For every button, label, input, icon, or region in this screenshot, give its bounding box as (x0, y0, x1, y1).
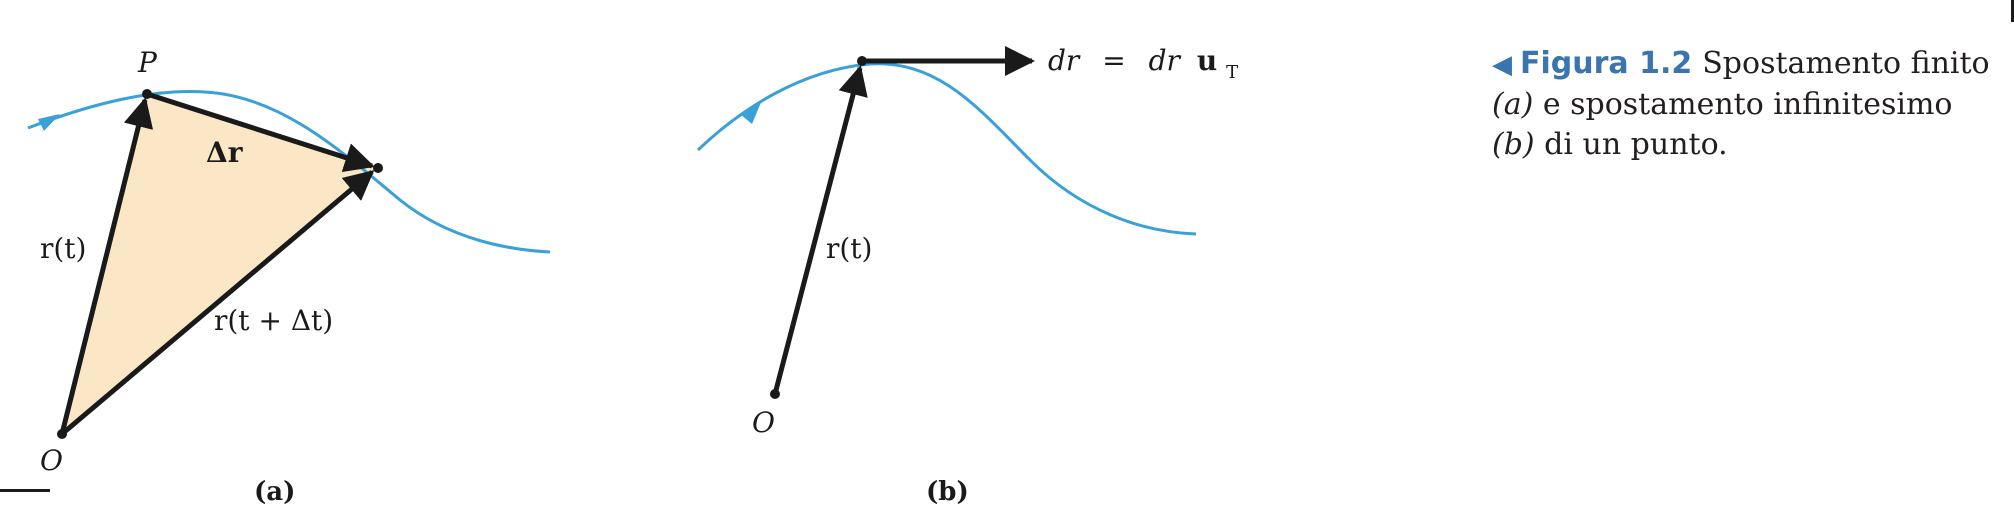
label-P: P (137, 46, 158, 79)
point-P (142, 89, 152, 99)
panel-a-label: (a) (254, 477, 295, 507)
point-P-b (857, 56, 867, 66)
label-dr-eq: = (1102, 44, 1125, 77)
caption-marker-icon: ◀ (1492, 50, 1512, 80)
trajectory-direction-arrow-b (740, 100, 762, 124)
label-dr-lhs: dr (1048, 44, 1081, 77)
bottom-left-rule (0, 489, 50, 492)
trajectory-curve-a (27, 90, 551, 254)
caption-line-2: (a) e spostamento infinitesimo (1492, 85, 2012, 125)
point-O-b (770, 389, 780, 399)
label-delta-r: Δr (206, 136, 244, 169)
label-unit-vector: u (1197, 44, 1217, 77)
vector-r-t-a (59, 97, 154, 435)
label-dr-rhs: dr (1149, 44, 1182, 77)
trajectory-direction-arrow-a (38, 114, 60, 131)
label-unit-subscript: T (1226, 62, 1238, 83)
caption-line-1: ◀ Figura 1.2 Spostamento finito (1492, 44, 2012, 85)
label-O-a: O (40, 444, 63, 477)
label-dr-equation: dr = dr u T (1048, 44, 1238, 83)
trajectory-curve-b (696, 62, 1197, 236)
displacement-triangle (62, 94, 378, 434)
caption-line3-text: di un punto. (1534, 127, 1728, 162)
figure-caption: ◀ Figura 1.2 Spostamento finito (a) e spos… (1492, 44, 2012, 165)
caption-title: Figura 1.2 (1520, 46, 1693, 81)
panel-a: P O r(t) Δr r(t + Δt) (a) (27, 46, 551, 507)
vector-delta-r (146, 91, 375, 173)
top-right-rule (2011, 0, 2014, 22)
point-O-a (57, 429, 67, 439)
vector-r-t-plus-dt (60, 170, 375, 436)
label-r-t-dt: r(t + Δt) (214, 304, 333, 337)
label-r-t-b: r(t) (826, 232, 872, 265)
caption-ref-b: (b) (1492, 127, 1535, 162)
caption-line-3: (b) di un punto. (1492, 125, 2012, 165)
panel-b-label: (b) (926, 477, 969, 507)
label-r-t-a: r(t) (40, 232, 86, 265)
caption-line2-text: e spostamento infinitesimo (1533, 87, 1953, 122)
point-end-a (373, 163, 383, 173)
panel-b: O r(t) dr = dr u T (b) (696, 44, 1238, 507)
vector-r-t-b (772, 65, 868, 395)
label-O-b: O (752, 406, 775, 439)
caption-ref-a: (a) (1492, 87, 1534, 122)
caption-line1-text: Spostamento finito (1702, 46, 1990, 81)
